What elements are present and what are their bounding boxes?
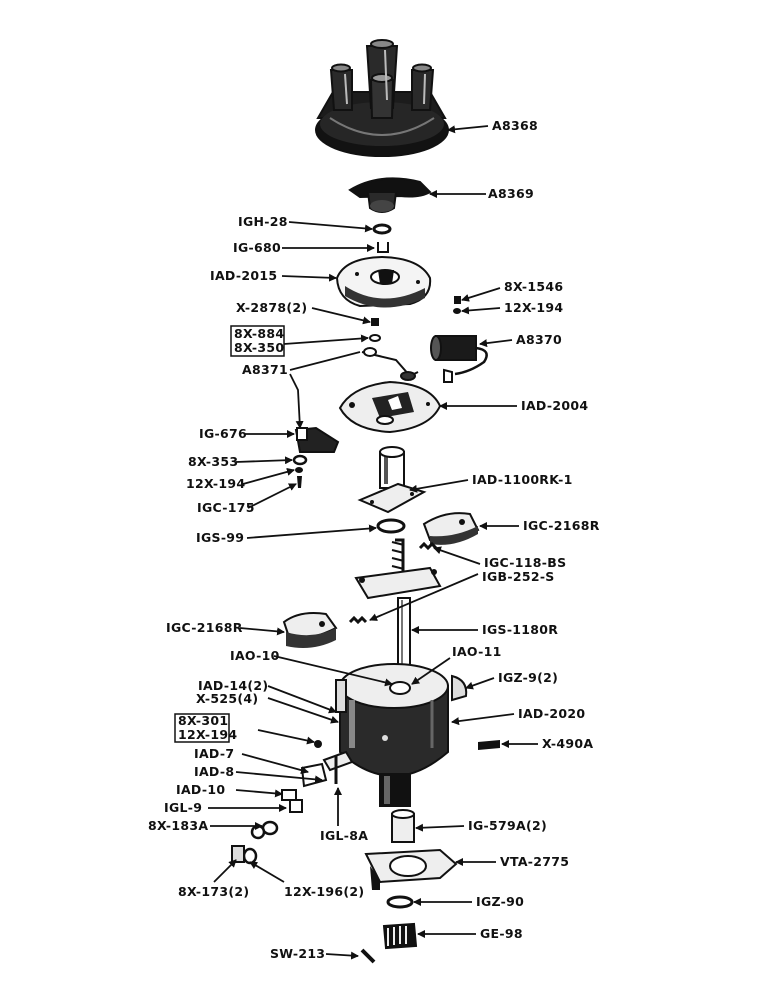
hold-down-clamp — [364, 848, 458, 890]
label-IAD-8: IAD-8 — [194, 764, 234, 779]
lock-washers — [292, 454, 308, 488]
label-A8368: A8368 — [492, 118, 538, 133]
label-A8370: A8370 — [516, 332, 562, 347]
condenser — [430, 335, 488, 383]
cam-plate — [335, 255, 432, 308]
leader-lines — [208, 125, 538, 960]
breaker-arm — [361, 347, 419, 381]
label-IGC-2168R-a: IGC-2168R — [523, 518, 600, 533]
label-X-525: X-525(4) — [196, 691, 258, 706]
label-IAD-2004: IAD-2004 — [521, 398, 588, 413]
main-shaft — [354, 538, 442, 671]
label-12X-194-c: 12X-194 — [178, 727, 237, 742]
shaft-sleeve — [391, 809, 415, 843]
advance-weight-upper — [422, 512, 480, 545]
label-8X-173: 8X-173(2) — [178, 884, 249, 899]
label-A8371: A8371 — [242, 362, 288, 377]
label-VTA-2775: VTA-2775 — [500, 854, 569, 869]
label-IAD-14: IAD-14(2) — [198, 678, 268, 693]
label-IGS-1180R: IGS-1180R — [482, 622, 558, 637]
label-8X-350: 8X-350 — [234, 340, 284, 355]
distributor-cap — [315, 39, 449, 157]
label-SW-213: SW-213 — [270, 946, 325, 961]
retainer-clip — [377, 242, 389, 253]
weight-spring — [418, 541, 438, 551]
contact-point-set — [294, 426, 340, 453]
label-brackets — [174, 325, 285, 743]
weight-spring-lower — [348, 615, 368, 625]
label-X-490A: X-490A — [542, 736, 593, 751]
label-12X-196: 12X-196(2) — [284, 884, 364, 899]
advance-weight-lower — [282, 612, 338, 648]
label-IAO-11: IAO-11 — [452, 644, 502, 659]
breaker-plate — [338, 380, 442, 434]
label-IGC-118-BS: IGC-118-BS — [484, 555, 566, 570]
label-IGL-8A: IGL-8A — [320, 828, 368, 843]
label-IGC-2168R-b: IGC-2168R — [166, 620, 243, 635]
label-IAD-7: IAD-7 — [194, 746, 234, 761]
label-IGL-9: IGL-9 — [164, 800, 202, 815]
felt-washer — [372, 223, 392, 235]
label-IAO-10: IAO-10 — [230, 648, 280, 663]
drive-gear — [382, 922, 418, 950]
label-IGH-28: IGH-28 — [238, 214, 288, 229]
oiler-plug — [478, 740, 500, 750]
gear-pin — [360, 948, 376, 964]
shaft-washer — [386, 895, 414, 909]
label-8X-301: 8X-301 — [178, 713, 228, 728]
label-IGB-252-S: IGB-252-S — [482, 569, 555, 584]
distributor-housing — [335, 663, 468, 807]
label-IGC-175: IGC-175 — [197, 500, 255, 515]
label-IG-579A: IG-579A(2) — [468, 818, 547, 833]
label-IGZ-90: IGZ-90 — [476, 894, 524, 909]
vacuum-link-parts — [231, 740, 354, 865]
label-12X-194-b: 12X-194 — [186, 476, 245, 491]
label-IG-676: IG-676 — [199, 426, 247, 441]
thrust-washer — [376, 518, 406, 534]
label-IG-680: IG-680 — [233, 240, 281, 255]
label-X-2878: X-2878(2) — [236, 300, 307, 315]
rotor — [348, 177, 432, 213]
label-IAD-1100RK-1: IAD-1100RK-1 — [472, 472, 573, 487]
label-IGZ-9: IGZ-9(2) — [498, 670, 558, 685]
label-12X-194-a: 12X-194 — [504, 300, 563, 315]
label-8X-884: 8X-884 — [234, 326, 284, 341]
cam-shaft-assembly — [357, 446, 427, 514]
label-8X-183A: 8X-183A — [148, 818, 208, 833]
label-IAD-2020: IAD-2020 — [518, 706, 585, 721]
label-GE-98: GE-98 — [480, 926, 523, 941]
part-labels: A8368 A8369 IGH-28 IG-680 IAD-2015 8X-15… — [148, 118, 600, 961]
label-IGS-99: IGS-99 — [196, 530, 244, 545]
label-8X-353: 8X-353 — [188, 454, 238, 469]
label-IAD-2015: IAD-2015 — [210, 268, 277, 283]
label-A8369: A8369 — [488, 186, 534, 201]
label-8X-1546: 8X-1546 — [504, 279, 563, 294]
small-screws — [369, 296, 461, 342]
label-IAD-10: IAD-10 — [176, 782, 225, 797]
